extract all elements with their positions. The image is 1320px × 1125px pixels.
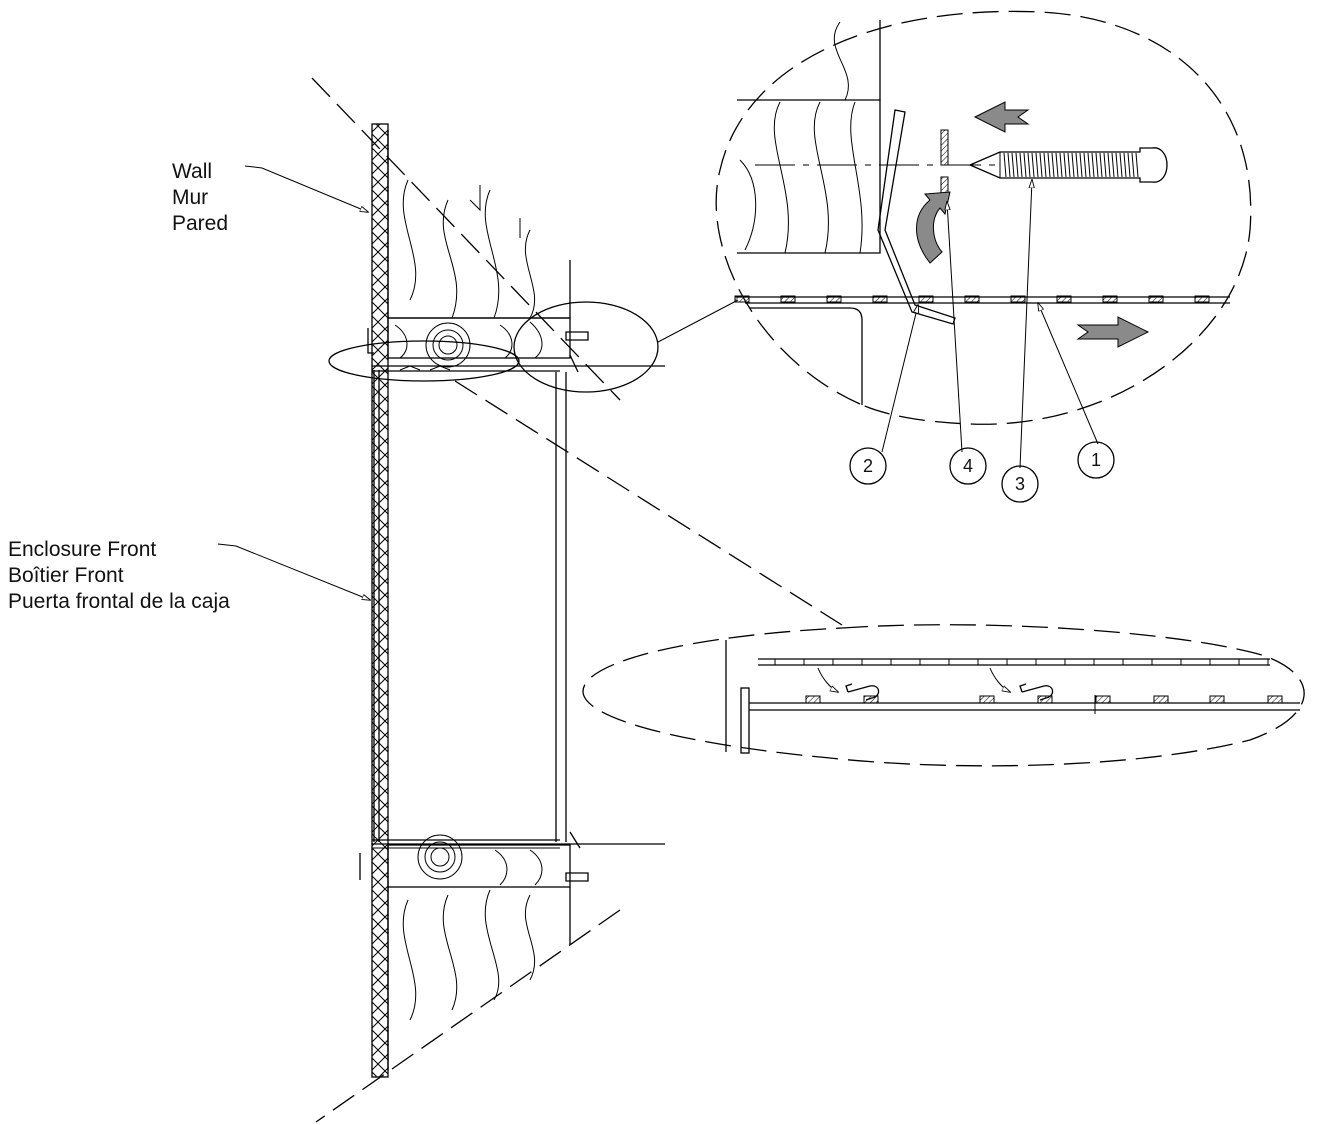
screw-thread-line [1051,152,1055,178]
wall-label: Wall Mur Pared [172,160,368,235]
wood-stud-bottom [387,834,571,1070]
callout-leaders [881,180,1099,469]
callout-4: 4 [949,447,987,485]
hatched-tile [872,295,888,303]
callout-1: 1 [1077,441,1115,479]
hatched-tile [826,295,842,303]
arrow-right-icon [1076,316,1150,348]
hatched-tile [734,295,750,303]
screw-thread-line [1067,152,1071,178]
enclosure-front [359,328,665,882]
detail-view-bottom [582,624,1305,767]
hatched-tile [979,695,995,704]
svg-text:4: 4 [963,456,973,476]
hatched-tile [1209,695,1225,704]
screw-thread-line [1107,152,1111,178]
screw-thread-line [1087,152,1091,178]
screw-thread-line [1075,152,1079,178]
wood-stud-top [387,130,571,368]
screw-thread-line [1059,152,1063,178]
screw-thread-line [1031,152,1035,178]
screw-thread-line [1039,152,1043,178]
detail-ellipse-top-ref [513,301,659,393]
svg-text:Wall: Wall [172,160,212,183]
screw-thread-line [1103,152,1107,178]
screw-thread-line [1007,152,1011,178]
svg-text:3: 3 [1015,474,1025,494]
hatched-tile [780,295,796,303]
arrow-left-icon [973,101,1030,133]
callout-3: 3 [1001,465,1039,503]
screw-thread-line [1111,152,1115,178]
wall-section [311,77,621,1123]
callout-2: 2 [849,447,887,485]
svg-text:Boîtier Front: Boîtier Front [8,564,124,587]
screw-thread-line [1119,152,1123,178]
svg-text:2: 2 [863,456,873,476]
svg-text:1: 1 [1091,450,1101,470]
enclosure-front-label: Enclosure Front Boîtier Front Puerta fro… [8,538,370,613]
svg-text:Enclosure Front: Enclosure Front [8,538,156,561]
rotate-arrow-icon [916,191,951,264]
hatched-tile [1095,695,1111,704]
screw-thread-line [1035,152,1039,178]
screw-thread-line [1011,152,1015,178]
screw-thread-line [1027,152,1031,178]
hatched-tile [1153,695,1169,704]
screw-thread-line [1135,152,1139,178]
svg-text:Mur: Mur [172,186,208,209]
hatched-tile [1267,695,1283,704]
hatched-tile [863,695,879,704]
screw-thread-line [1095,152,1099,178]
screw-thread-line [1123,152,1127,178]
hatched-tile [964,295,980,303]
screw-thread-line [1099,152,1103,178]
screw-thread-line [1091,152,1095,178]
screw-thread-line [1071,152,1075,178]
screw-thread-line [1063,152,1067,178]
svg-text:Puerta frontal de la caja: Puerta frontal de la caja [8,590,230,613]
screw-thread-line [1127,152,1131,178]
screw-thread-line [1079,152,1083,178]
screw-thread-line [1043,152,1047,178]
hatched-tile [918,295,934,303]
hatched-tile [1010,295,1026,303]
screw-thread-line [1131,152,1135,178]
hatched-tile [1194,295,1210,303]
screw-thread-line [1115,152,1119,178]
svg-text:Pared: Pared [172,212,228,235]
hatched-tile [1056,295,1072,303]
hatched-tile [1102,295,1118,303]
hatched-tile [1148,295,1164,303]
screw-thread-line [1003,152,1007,178]
screw-thread-line [1083,152,1087,178]
screw-thread-line [1015,152,1019,178]
screw-thread-line [1019,152,1023,178]
hatched-tile [1037,695,1053,704]
detail-ellipse-bottom-ref [328,340,520,382]
screw-thread-line [1047,152,1051,178]
detail-view-top [715,10,1252,425]
screw-thread-line [1055,152,1059,178]
hatched-tile [805,695,821,704]
screw-thread-line [1023,152,1027,178]
